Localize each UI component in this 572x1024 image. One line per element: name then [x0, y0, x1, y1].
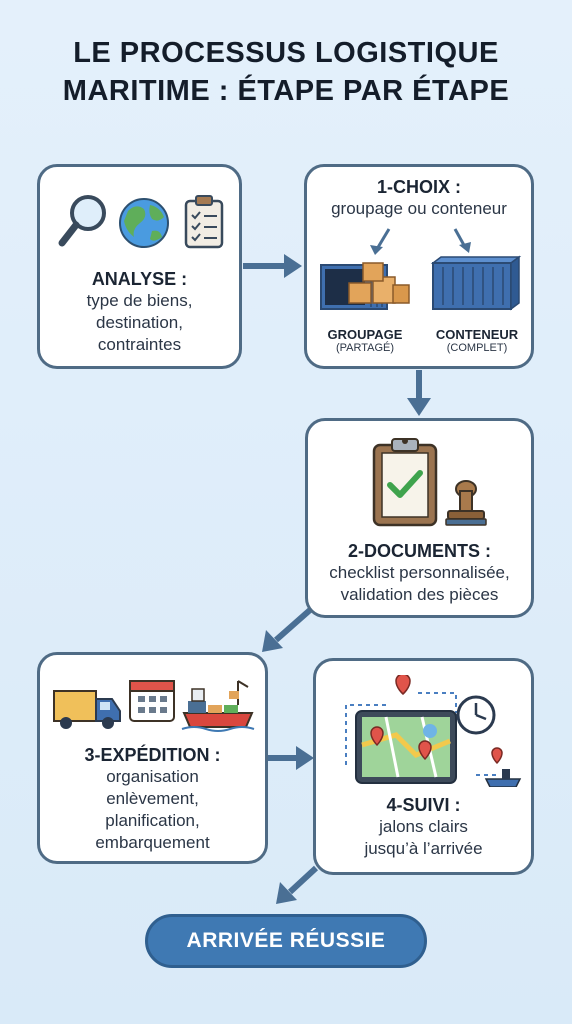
title-line-2: MARITIME : ÉTAPE PAR ÉTAPE	[62, 75, 510, 107]
suivi-line-2: jusqu’à l’arrivée	[364, 839, 483, 858]
small-ship-icon	[484, 769, 522, 787]
documents-icons	[372, 438, 487, 527]
analyse-icons	[58, 195, 224, 249]
clipboard-icon	[184, 195, 224, 249]
choix-subtitle: groupage ou conteneur	[331, 199, 507, 218]
conteneur-subtitle: (COMPLET)	[446, 342, 508, 354]
tablet-map-icon	[355, 710, 457, 784]
expedition-heading: 3-EXPÉDITION :	[84, 745, 221, 765]
arrow-suivi-to-final	[276, 865, 319, 904]
expedition-icons	[53, 680, 255, 732]
analyse-heading: ANALYSE :	[91, 269, 188, 289]
calendar-icon	[129, 680, 175, 722]
magnifier-icon	[58, 195, 106, 247]
documents-heading: 2-DOCUMENTS :	[348, 541, 491, 561]
suivi-line-1: jalons clairs	[379, 817, 468, 836]
truck-icon	[53, 690, 121, 729]
clock-icon	[456, 695, 496, 735]
boxes-icon	[348, 262, 410, 304]
map-pin-icon	[370, 675, 503, 765]
groupage-title: GROUPAGE	[327, 327, 403, 342]
conteneur-title: CONTENEUR	[435, 327, 519, 342]
documents-line-2: validation des pièces	[340, 585, 499, 604]
title-line-1: LE PROCESSUS LOGISTIQUE	[73, 37, 499, 69]
analyse-line-3: contraintes	[97, 335, 182, 354]
arrow-expedition-to-suivi	[268, 746, 314, 770]
analyse-line-2: destination,	[96, 313, 183, 332]
expedition-line-2: enlèvement,	[106, 789, 199, 808]
analyse-card: ANALYSE : type de biens, destination, co…	[37, 164, 242, 369]
arrow-documents-to-expedition	[262, 607, 312, 652]
expedition-line-3: planification,	[105, 811, 200, 830]
documents-card: 2-DOCUMENTS : checklist personnalisée, v…	[305, 418, 534, 618]
cargo-ship-icon	[181, 680, 255, 732]
documents-line-1: checklist personnalisée,	[329, 563, 510, 582]
expedition-card: 3-EXPÉDITION : organisation enlèvement, …	[37, 652, 268, 864]
route-dotted-lines	[345, 692, 496, 776]
arrow-analyse-to-choix	[243, 254, 302, 278]
choix-illustration	[320, 228, 522, 311]
suivi-icons	[345, 675, 522, 787]
groupage-subtitle: (PARTAGÉ)	[335, 342, 395, 354]
clipboard-check-icon	[372, 438, 438, 527]
container-icon	[430, 255, 522, 311]
expedition-line-4: embarquement	[95, 833, 210, 852]
arrivee-reussie-label: ARRIVÉE RÉUSSIE	[186, 929, 386, 952]
stamp-icon	[445, 480, 487, 526]
globe-icon	[119, 198, 169, 248]
analyse-line-1: type de biens,	[86, 291, 193, 310]
suivi-card: 4-SUIVI : jalons clairs jusqu’à l’arrivé…	[313, 658, 534, 875]
arrow-choix-to-documents	[407, 370, 431, 416]
choix-heading: 1-CHOIX :	[376, 177, 461, 197]
suivi-heading: 4-SUIVI :	[386, 795, 461, 815]
choix-card: 1-CHOIX : groupage ou conteneur	[304, 164, 534, 369]
page-title: LE PROCESSUS LOGISTIQUE MARITIME : ÉTAPE…	[0, 34, 572, 110]
arrivee-reussie-badge: ARRIVÉE RÉUSSIE	[145, 914, 427, 968]
expedition-line-1: organisation	[106, 767, 199, 786]
split-arrows	[370, 228, 471, 255]
